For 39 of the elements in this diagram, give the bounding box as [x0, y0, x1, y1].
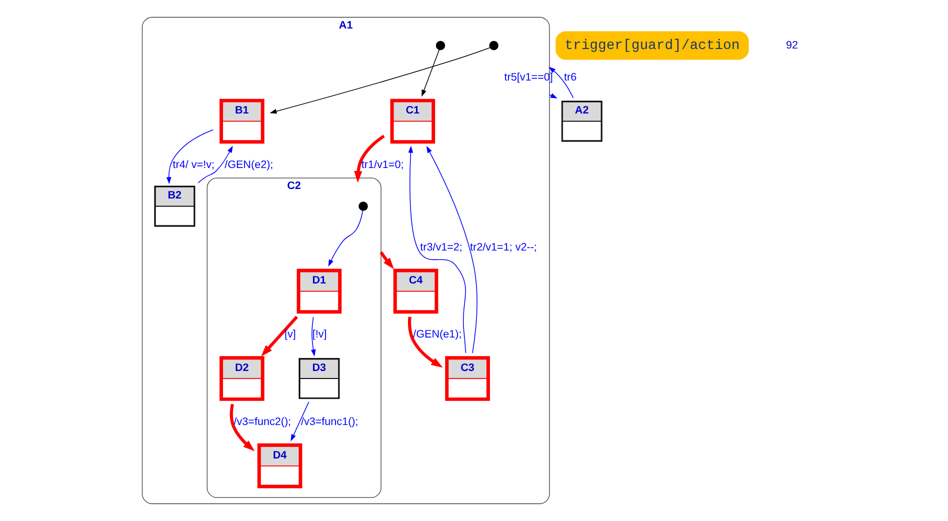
edge-label: [!v] [312, 328, 326, 341]
node-box: trigger[guard]/action [555, 31, 748, 60]
arrow [229, 404, 254, 452]
arrow [166, 129, 214, 184]
arrow [421, 49, 440, 97]
node-circle [358, 202, 368, 211]
arrow [548, 93, 557, 98]
node-box: D1 [296, 268, 342, 314]
node-circle [435, 40, 445, 50]
arrow [548, 66, 574, 98]
edge-label: /GEN(e2); [224, 158, 273, 171]
arrow [379, 251, 394, 270]
arrow [426, 146, 477, 354]
arrow [407, 316, 442, 368]
edge-label: tr2/v1=1; v2--; [470, 241, 536, 254]
node-box: B1 [219, 98, 264, 144]
arrow [354, 134, 384, 183]
arrow [260, 316, 298, 356]
edge-label: tr4/ v=!v; [172, 158, 214, 171]
edge-label: tr3/v1=2; [420, 241, 462, 254]
arrow [290, 401, 309, 442]
arrow [310, 316, 316, 356]
edge-label: tr1/v1=0; [360, 158, 404, 171]
node-box: C4 [392, 268, 438, 314]
label: 92 [786, 39, 798, 52]
edge-label: /v3=func2(); [233, 416, 291, 428]
node-box: D4 [256, 443, 302, 488]
arrow [328, 210, 363, 267]
node-box: C3 [444, 356, 490, 401]
arrow [197, 146, 232, 184]
node-box: C1 [390, 98, 435, 144]
edge-label: /GEN(e1); [412, 328, 462, 341]
edge-label: [v] [284, 328, 296, 341]
node-box: D2 [219, 356, 264, 401]
edge-label: /v3=func1(); [300, 416, 358, 428]
arrow [269, 47, 490, 114]
arrow [408, 146, 466, 354]
edge-label: tr6 [564, 71, 576, 84]
node-circle [488, 40, 498, 50]
